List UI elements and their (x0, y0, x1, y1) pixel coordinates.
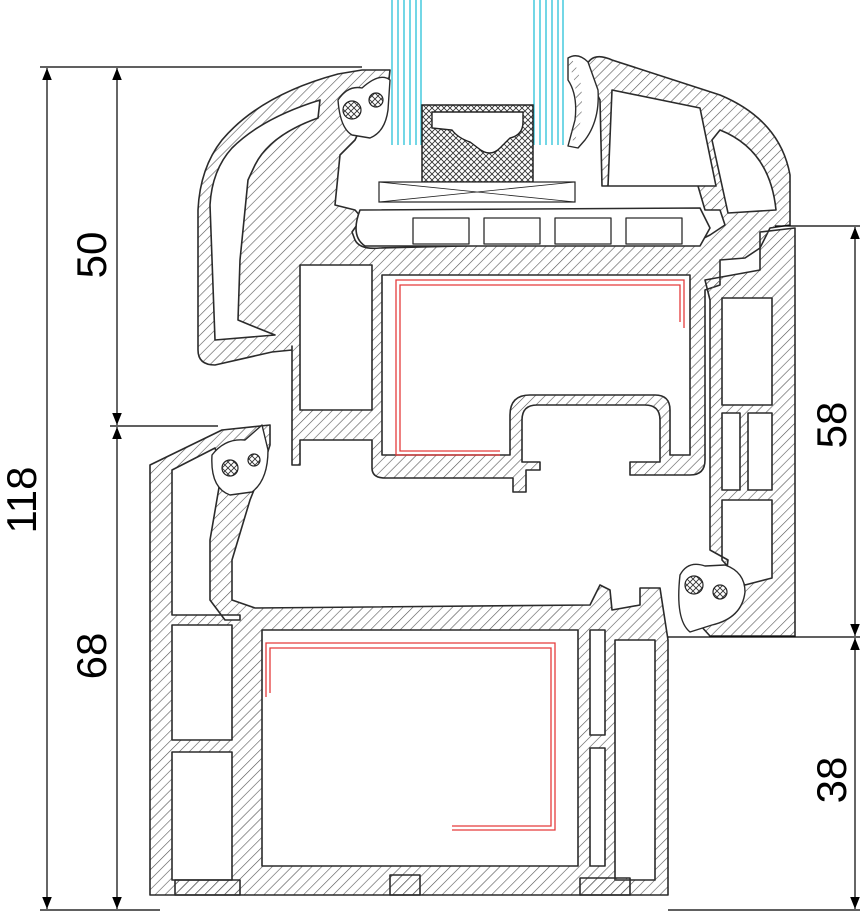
frame-foot-right (579, 877, 631, 896)
spacer-cavity (431, 111, 524, 154)
sash-reinforcement (395, 279, 685, 456)
frame-profile (149, 424, 669, 896)
frame-inner-gasket (211, 424, 269, 496)
glass-pane-inner (391, 0, 422, 145)
frame-reinforcement (265, 642, 556, 831)
dim-label-frame: 68 (68, 633, 115, 680)
glazing (378, 0, 576, 203)
bead-chambers (412, 217, 683, 245)
frame-foot-left (174, 879, 241, 896)
outer-frame-profile (678, 227, 796, 637)
dimension-lines (40, 66, 860, 911)
dim-label-sash: 50 (68, 232, 115, 279)
sash-profile (197, 55, 791, 493)
frame-foot-mid (389, 874, 421, 896)
dim-label-frame-depth: 58 (808, 402, 855, 449)
dim-label-total: 118 (0, 467, 45, 534)
glass-pane-outer (533, 0, 564, 145)
sash-shell (197, 55, 791, 493)
dim-label-outer-step: 38 (808, 757, 855, 804)
frame-shell (149, 424, 669, 896)
